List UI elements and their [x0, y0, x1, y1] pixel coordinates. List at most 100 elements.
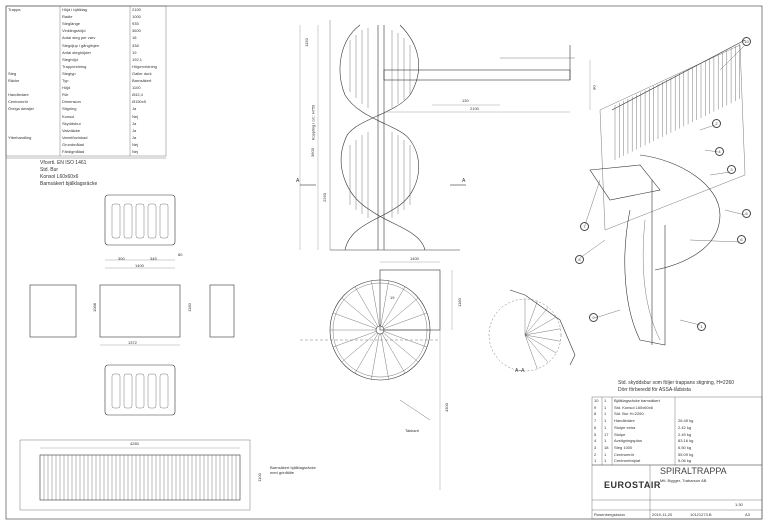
spec-value: 1000 — [132, 14, 141, 20]
spec-label: Varmförzinkad — [62, 134, 88, 140]
part-number: 6 — [594, 424, 597, 430]
section-aa — [488, 289, 576, 372]
spec-table-frame — [5, 5, 167, 157]
spec-section-label: Ytbehandling — [8, 134, 32, 140]
spec-value: 19 — [132, 49, 137, 55]
part-weight: 6.50 kg — [678, 444, 692, 450]
dim-1088: 1088 — [91, 303, 97, 312]
note-bracket: Konsol L60x60x6 — [40, 174, 79, 180]
part-weight: 26.45 kg — [678, 418, 694, 424]
spiral-tread-line — [354, 333, 379, 374]
dim-300: 300 — [118, 256, 125, 261]
spec-label: Radie — [62, 14, 73, 20]
spiral-tread-line — [381, 333, 406, 374]
callout-bubble: 5 — [742, 209, 751, 218]
spec-value: 192,1 — [132, 56, 143, 62]
part-description: Std. Bur H=2260 — [614, 411, 644, 417]
dim-1400-cage: 1400 — [135, 263, 144, 268]
spiral-tread-line — [383, 312, 428, 329]
sheet-border — [5, 5, 763, 520]
spec-value: Barnsäkert — [132, 78, 152, 83]
part-weight: 55.09 kg — [678, 451, 694, 457]
section-tread-line — [524, 316, 557, 336]
spiral-tread-line — [354, 286, 379, 327]
spec-value: 3600 — [132, 28, 141, 34]
spiral-tread-line — [341, 297, 378, 328]
spec-label: Dimension — [62, 99, 81, 105]
part-qty: 18 — [604, 444, 609, 450]
plan-cage-mid — [29, 284, 235, 346]
spiral-tread-line — [382, 332, 419, 363]
spiral-tread-line — [380, 280, 389, 327]
note-cert: Vfcerti. EN ISO 1461 — [40, 160, 87, 166]
sheet-size: A3 — [745, 512, 750, 517]
part-weight: 83.16 kg — [678, 438, 694, 444]
spec-value: Ja — [132, 134, 137, 140]
dim-80-cage: 80 — [178, 252, 183, 257]
railing-elevation — [19, 439, 251, 511]
spec-label: Steglänge — [62, 21, 81, 27]
part-description: Bjälklagsräcke barnsäkert — [614, 398, 660, 403]
spec-label: Vinklingshöjd — [62, 28, 86, 34]
dim-1180-plan: 1180 — [456, 298, 462, 307]
part-description: Stolpe extra — [614, 424, 636, 430]
part-description: Centrumfotplat — [614, 458, 641, 464]
drawing-subtitle: Mtl. Bygger, Trabarson AB — [660, 478, 707, 483]
customer-name: Rosenbergsksion — [594, 512, 625, 517]
part-number: 9 — [594, 404, 597, 410]
part-number: 7 — [594, 418, 597, 424]
dim-4260: 4260 — [130, 441, 139, 446]
spec-label: Grundmålad — [62, 141, 85, 147]
section-tread-line — [524, 307, 549, 336]
spiral-tread-line — [371, 280, 380, 327]
part-number: 1 — [594, 458, 597, 464]
cage-note: Std. skyddsbur som följer trappans stign… — [618, 380, 735, 386]
part-number: 4 — [594, 438, 597, 444]
spec-value: Nej — [132, 141, 139, 147]
spiral-tread-line — [380, 333, 389, 380]
spec-value: Ø150x5 — [132, 99, 147, 105]
note-railing: Barnsäkert bjälklagsräcke — [40, 181, 98, 187]
dim-130: 130 — [462, 98, 469, 103]
brand-logo: EUROSTAIR — [604, 480, 661, 490]
spec-section-label: Steg — [8, 70, 17, 76]
dim-leader-vertical: Koppling i c/c: H750 — [310, 104, 316, 141]
dim-19: 19 — [390, 295, 395, 300]
spec-label: Konsol — [62, 113, 75, 119]
section-tread-line — [524, 301, 538, 336]
spec-label: Steghöjd — [62, 56, 78, 62]
callout-bubble: 6 — [737, 235, 746, 244]
dim-345: 345 — [150, 256, 157, 261]
part-description: Centrumrör — [614, 451, 635, 457]
spec-table-grid — [59, 6, 131, 156]
callout-bubble: 7 — [580, 222, 589, 231]
drawing-date: 2019-11-20 — [652, 512, 673, 517]
spec-value: Ø42,4 — [132, 92, 143, 98]
spiral-tread-line — [382, 297, 419, 328]
part-qty: 1 — [604, 451, 607, 457]
dim-1180: 1180 — [186, 303, 192, 312]
spiral-tread-line — [332, 312, 377, 329]
part-number: 3 — [594, 444, 597, 450]
section-tread-line — [524, 334, 561, 342]
spec-section-label: Handledare — [8, 92, 29, 98]
spec-label: Rör — [62, 92, 69, 98]
callout-bubble: 2 — [712, 119, 721, 128]
spec-value: 2100 — [132, 7, 141, 12]
title-block-frame — [591, 464, 763, 520]
section-aa-title: A–A — [515, 368, 525, 374]
part-description: Handledare — [614, 418, 635, 424]
spec-value: 18 — [132, 35, 137, 41]
spec-label: Höjd i bjälklag — [62, 7, 87, 12]
spiral-tread-line — [383, 331, 428, 348]
spec-value: Ja — [132, 120, 137, 126]
dim-2260: 2260 — [321, 193, 327, 202]
dim-1372: 1372 — [128, 340, 137, 345]
part-weight: 5.06 kg — [678, 458, 692, 464]
drawing-number: 10121273.B — [690, 512, 712, 517]
spec-value: 935 — [132, 21, 139, 27]
spec-value: Ja — [132, 106, 137, 112]
callout-bubble: 1 — [697, 322, 706, 331]
